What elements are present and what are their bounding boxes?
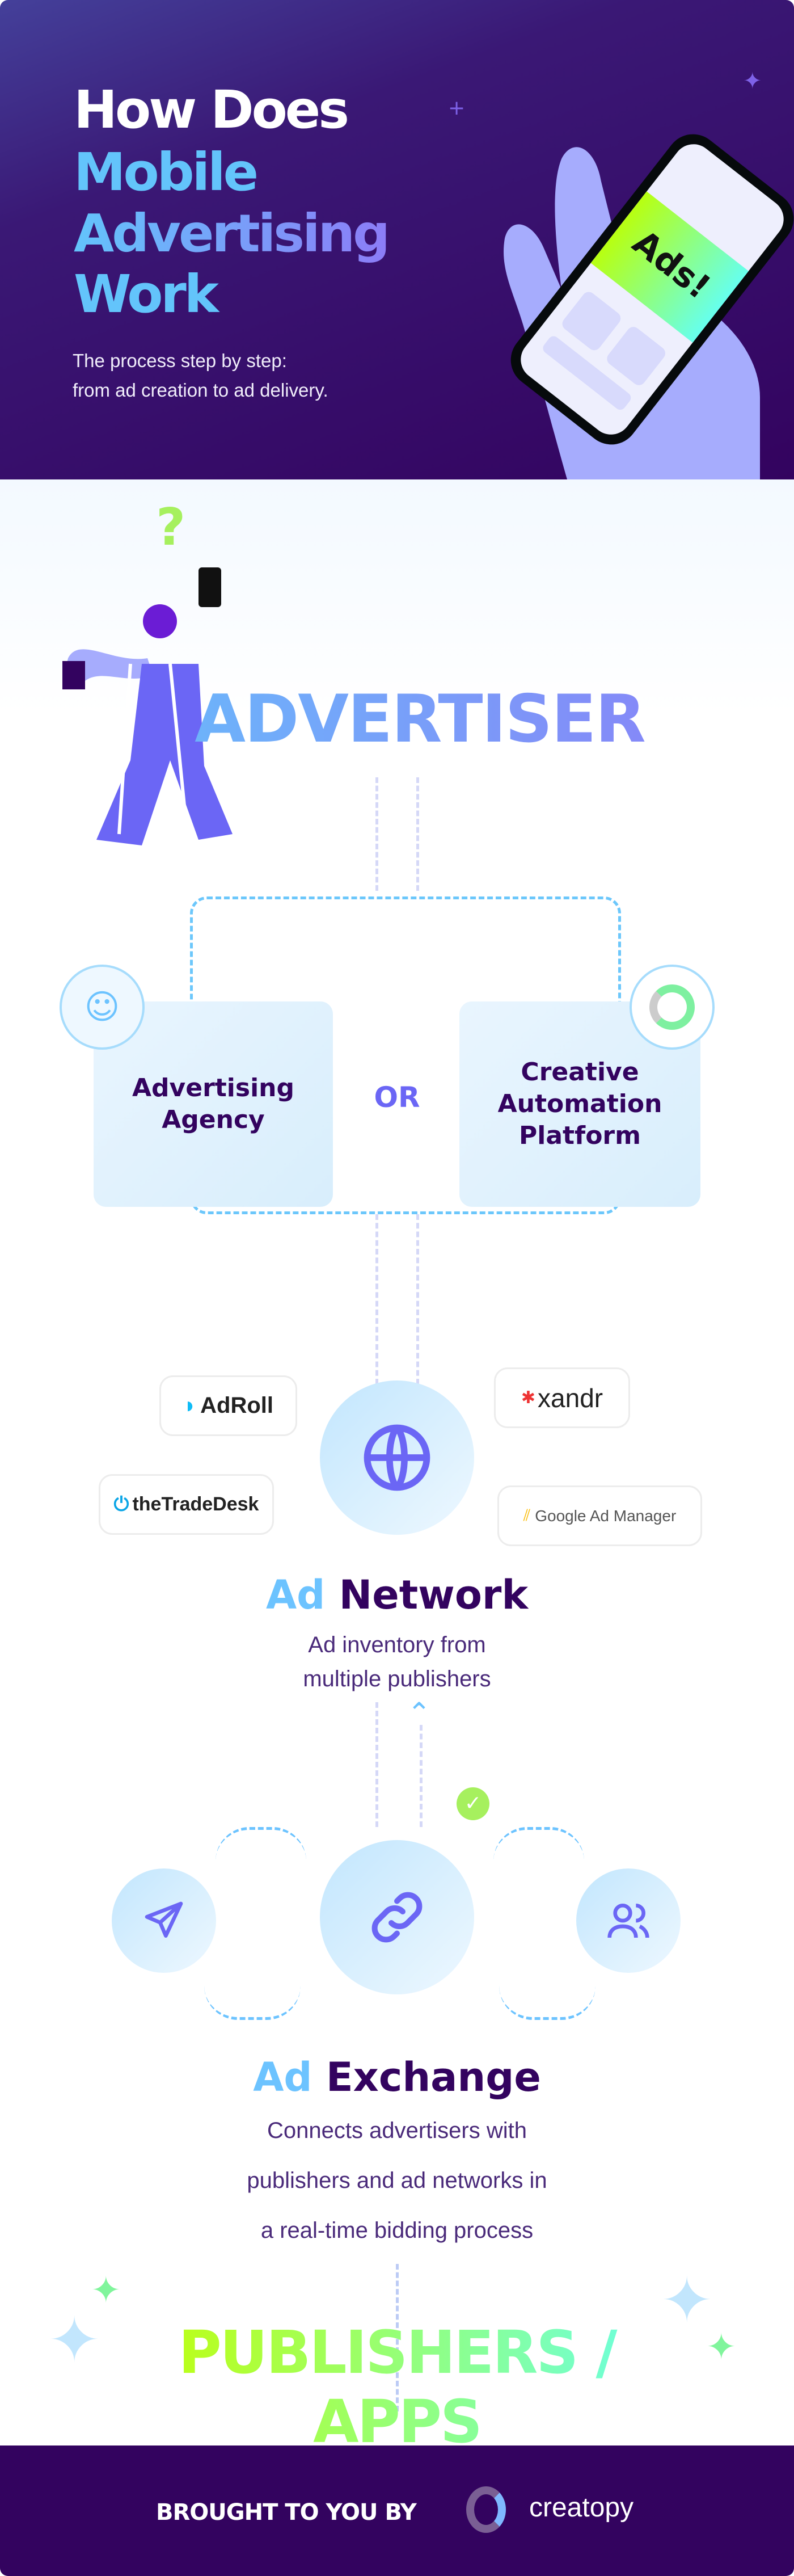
creatopy-logo-icon (630, 965, 715, 1050)
flow-arrow (493, 1827, 584, 1861)
sparkle-icon: ✦ (743, 68, 762, 94)
svg-text:?: ? (156, 498, 185, 557)
advertiser-send-node (112, 1868, 216, 1973)
ad-network-hub (320, 1380, 474, 1535)
sparkle-icon: ✦ (91, 2270, 121, 2312)
connector-line (375, 1214, 378, 1384)
globe-icon (364, 1424, 430, 1491)
check-icon: ✓ (457, 1787, 489, 1820)
subtitle-line-2: from ad creation to ad delivery. (73, 380, 328, 401)
flow-arrow (204, 1986, 301, 2020)
connector-line (375, 1702, 378, 1827)
ad-exchange-desc-2: publishers and ad networks in (247, 2168, 547, 2193)
agent-headset-icon: ☺ (60, 965, 145, 1050)
advertiser-title: ADVERTISER (0, 681, 794, 757)
ad-exchange-hub (320, 1840, 474, 1994)
adroll-icon: ◗ (183, 1393, 197, 1418)
send-icon (145, 1901, 183, 1938)
connector-line (420, 1725, 423, 1827)
creatopy-brand: creatopy (529, 2493, 634, 2523)
link-icon (371, 1892, 423, 1943)
xandr-icon: ✱ (521, 1388, 536, 1407)
footer: BROUGHT TO YOU BY creatopy (0, 2445, 794, 2576)
title-line-3: Advertising (74, 203, 390, 264)
title-line-4: Work (74, 264, 219, 325)
subtitle-line-1: The process step by step: (73, 350, 287, 371)
google-ad-manager-icon: ⫽ (523, 1506, 531, 1524)
sparkle-icon: ✦ (706, 2326, 737, 2368)
tradedesk-icon: ⏻ (113, 1493, 129, 1515)
publisher-users-node (576, 1868, 681, 1973)
flow-arrow (499, 1986, 596, 2020)
hand-phone-illustration: Ads! (504, 134, 794, 479)
title-line-2: Mobile (74, 142, 259, 203)
users-icon (607, 1904, 649, 1938)
logo-google-ad-manager: ⫽Google Ad Manager (497, 1485, 702, 1546)
sparkle-icon: ✦ (661, 2264, 713, 2337)
ad-exchange-desc-3: a real-time bidding process (260, 2218, 534, 2243)
plus-sparkle-icon: + (448, 96, 466, 120)
hero-header: How Does Mobile Advertising Work The pro… (0, 0, 794, 479)
ad-exchange-title: Ad Exchange (253, 2054, 541, 2101)
publishers-apps-title: PUBLISHERS / APPS (113, 2318, 681, 2456)
advertiser-person-illustration: ? (62, 498, 233, 845)
creative-label: Creative Automation Platform (497, 1058, 662, 1150)
ad-network-title: Ad Network (265, 1572, 529, 1618)
agency-label: Advertising Agency (132, 1074, 294, 1134)
sparkle-icon: ✦ (48, 2304, 101, 2376)
connector-line (375, 777, 378, 891)
logo-adroll: ◗AdRoll (159, 1375, 297, 1436)
or-label: OR (374, 1081, 420, 1114)
title-line-1: How Does (74, 79, 349, 140)
creatopy-logo-icon (466, 2486, 506, 2533)
connector-line (396, 2264, 399, 2411)
connector-line (416, 777, 419, 891)
logo-xandr: ✱xandr (494, 1367, 630, 1428)
ad-network-desc-1: Ad inventory from (308, 1632, 486, 1657)
brought-to-you-label: BROUGHT TO YOU BY (156, 2499, 417, 2526)
logo-thetradedesk: ⏻theTradeDesk (99, 1474, 274, 1535)
arrow-up-icon: ⌃ (407, 1697, 431, 1729)
ad-network-desc-2: multiple publishers (303, 1666, 491, 1691)
connector-line (416, 1214, 419, 1384)
ad-exchange-desc-1: Connects advertisers with (267, 2118, 527, 2143)
flow-arrow (216, 1827, 306, 1861)
